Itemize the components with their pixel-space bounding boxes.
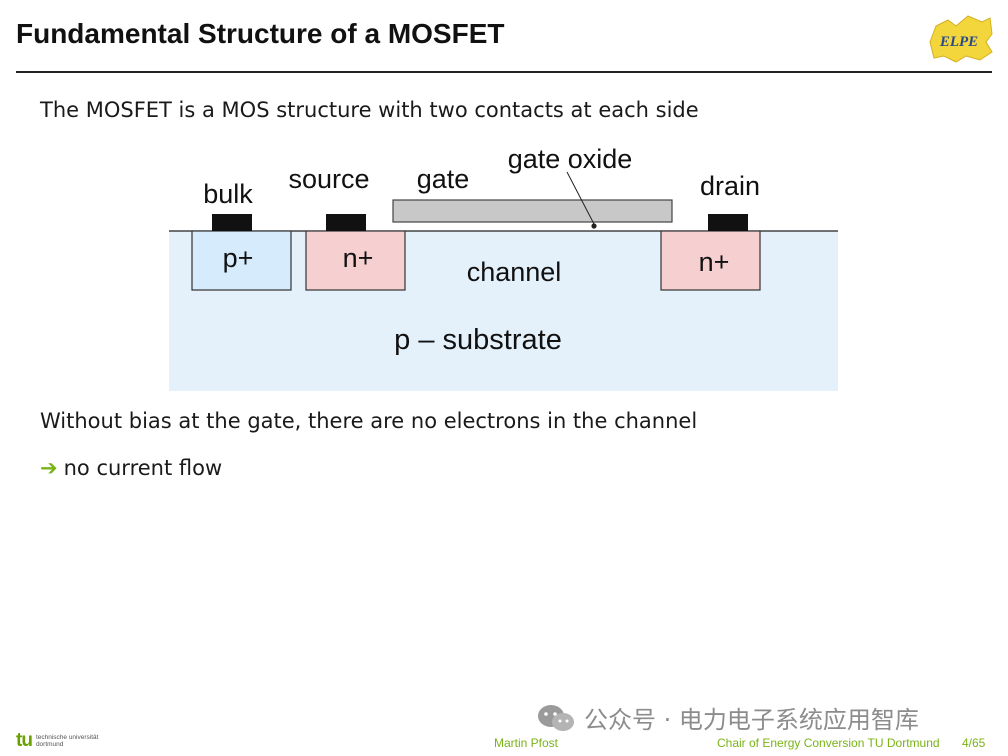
university-name-line1: technische universität [35,734,99,741]
page-number: 4/65 [962,736,986,750]
footer-author: Martin Pfost [494,736,559,750]
elpe-logo: ELPE [929,15,993,63]
watermark-text: 公众号 · 电力电子系统应用智库 [584,706,919,734]
conclusion-text: no current flow [63,456,223,480]
mosfet-diagram: bulk source gate gate oxide drain p+ n+ … [169,144,838,391]
gate-oxide-layer [392,199,673,223]
footer-chair: Chair of Energy Conversion TU Dortmund [717,736,940,750]
gate-oxide-pointer [566,171,595,225]
drain-label: drain [700,171,760,201]
source-n-plus-region [305,230,406,291]
watermark: 公众号 · 电力电子系统应用智库 [536,700,919,735]
university-name-line2: dortmund [35,741,64,748]
channel-label: channel [467,257,562,287]
intro-text: The MOSFET is a MOS structure with two c… [40,98,699,122]
bulk-contact [212,214,252,231]
bias-statement: Without bias at the gate, there are no e… [40,409,698,433]
source-contact [326,214,366,231]
conclusion-line: ➔no current flow [40,456,222,480]
drain-n-plus-label: n+ [699,247,730,277]
arrow-right-icon: ➔ [40,456,58,480]
wechat-icon [538,704,574,731]
gate-oxide-pointer-dot [591,223,597,229]
slide-title: Fundamental Structure of a MOSFET [16,18,505,49]
source-n-plus-label: n+ [343,243,374,273]
gate-label: gate [417,164,470,194]
substrate-label: p – substrate [394,324,562,356]
source-label: source [288,164,369,194]
gate-oxide-label: gate oxide [508,144,633,174]
p-plus-region [191,230,292,291]
tu-dortmund-logo: tu technische universität dortmund [16,730,98,752]
drain-contact [708,214,748,231]
title-divider [16,71,992,73]
logo-text: ELPE [939,34,978,50]
bulk-label: bulk [203,179,253,209]
p-plus-label: p+ [223,243,254,273]
tu-mark: tu [16,730,33,751]
